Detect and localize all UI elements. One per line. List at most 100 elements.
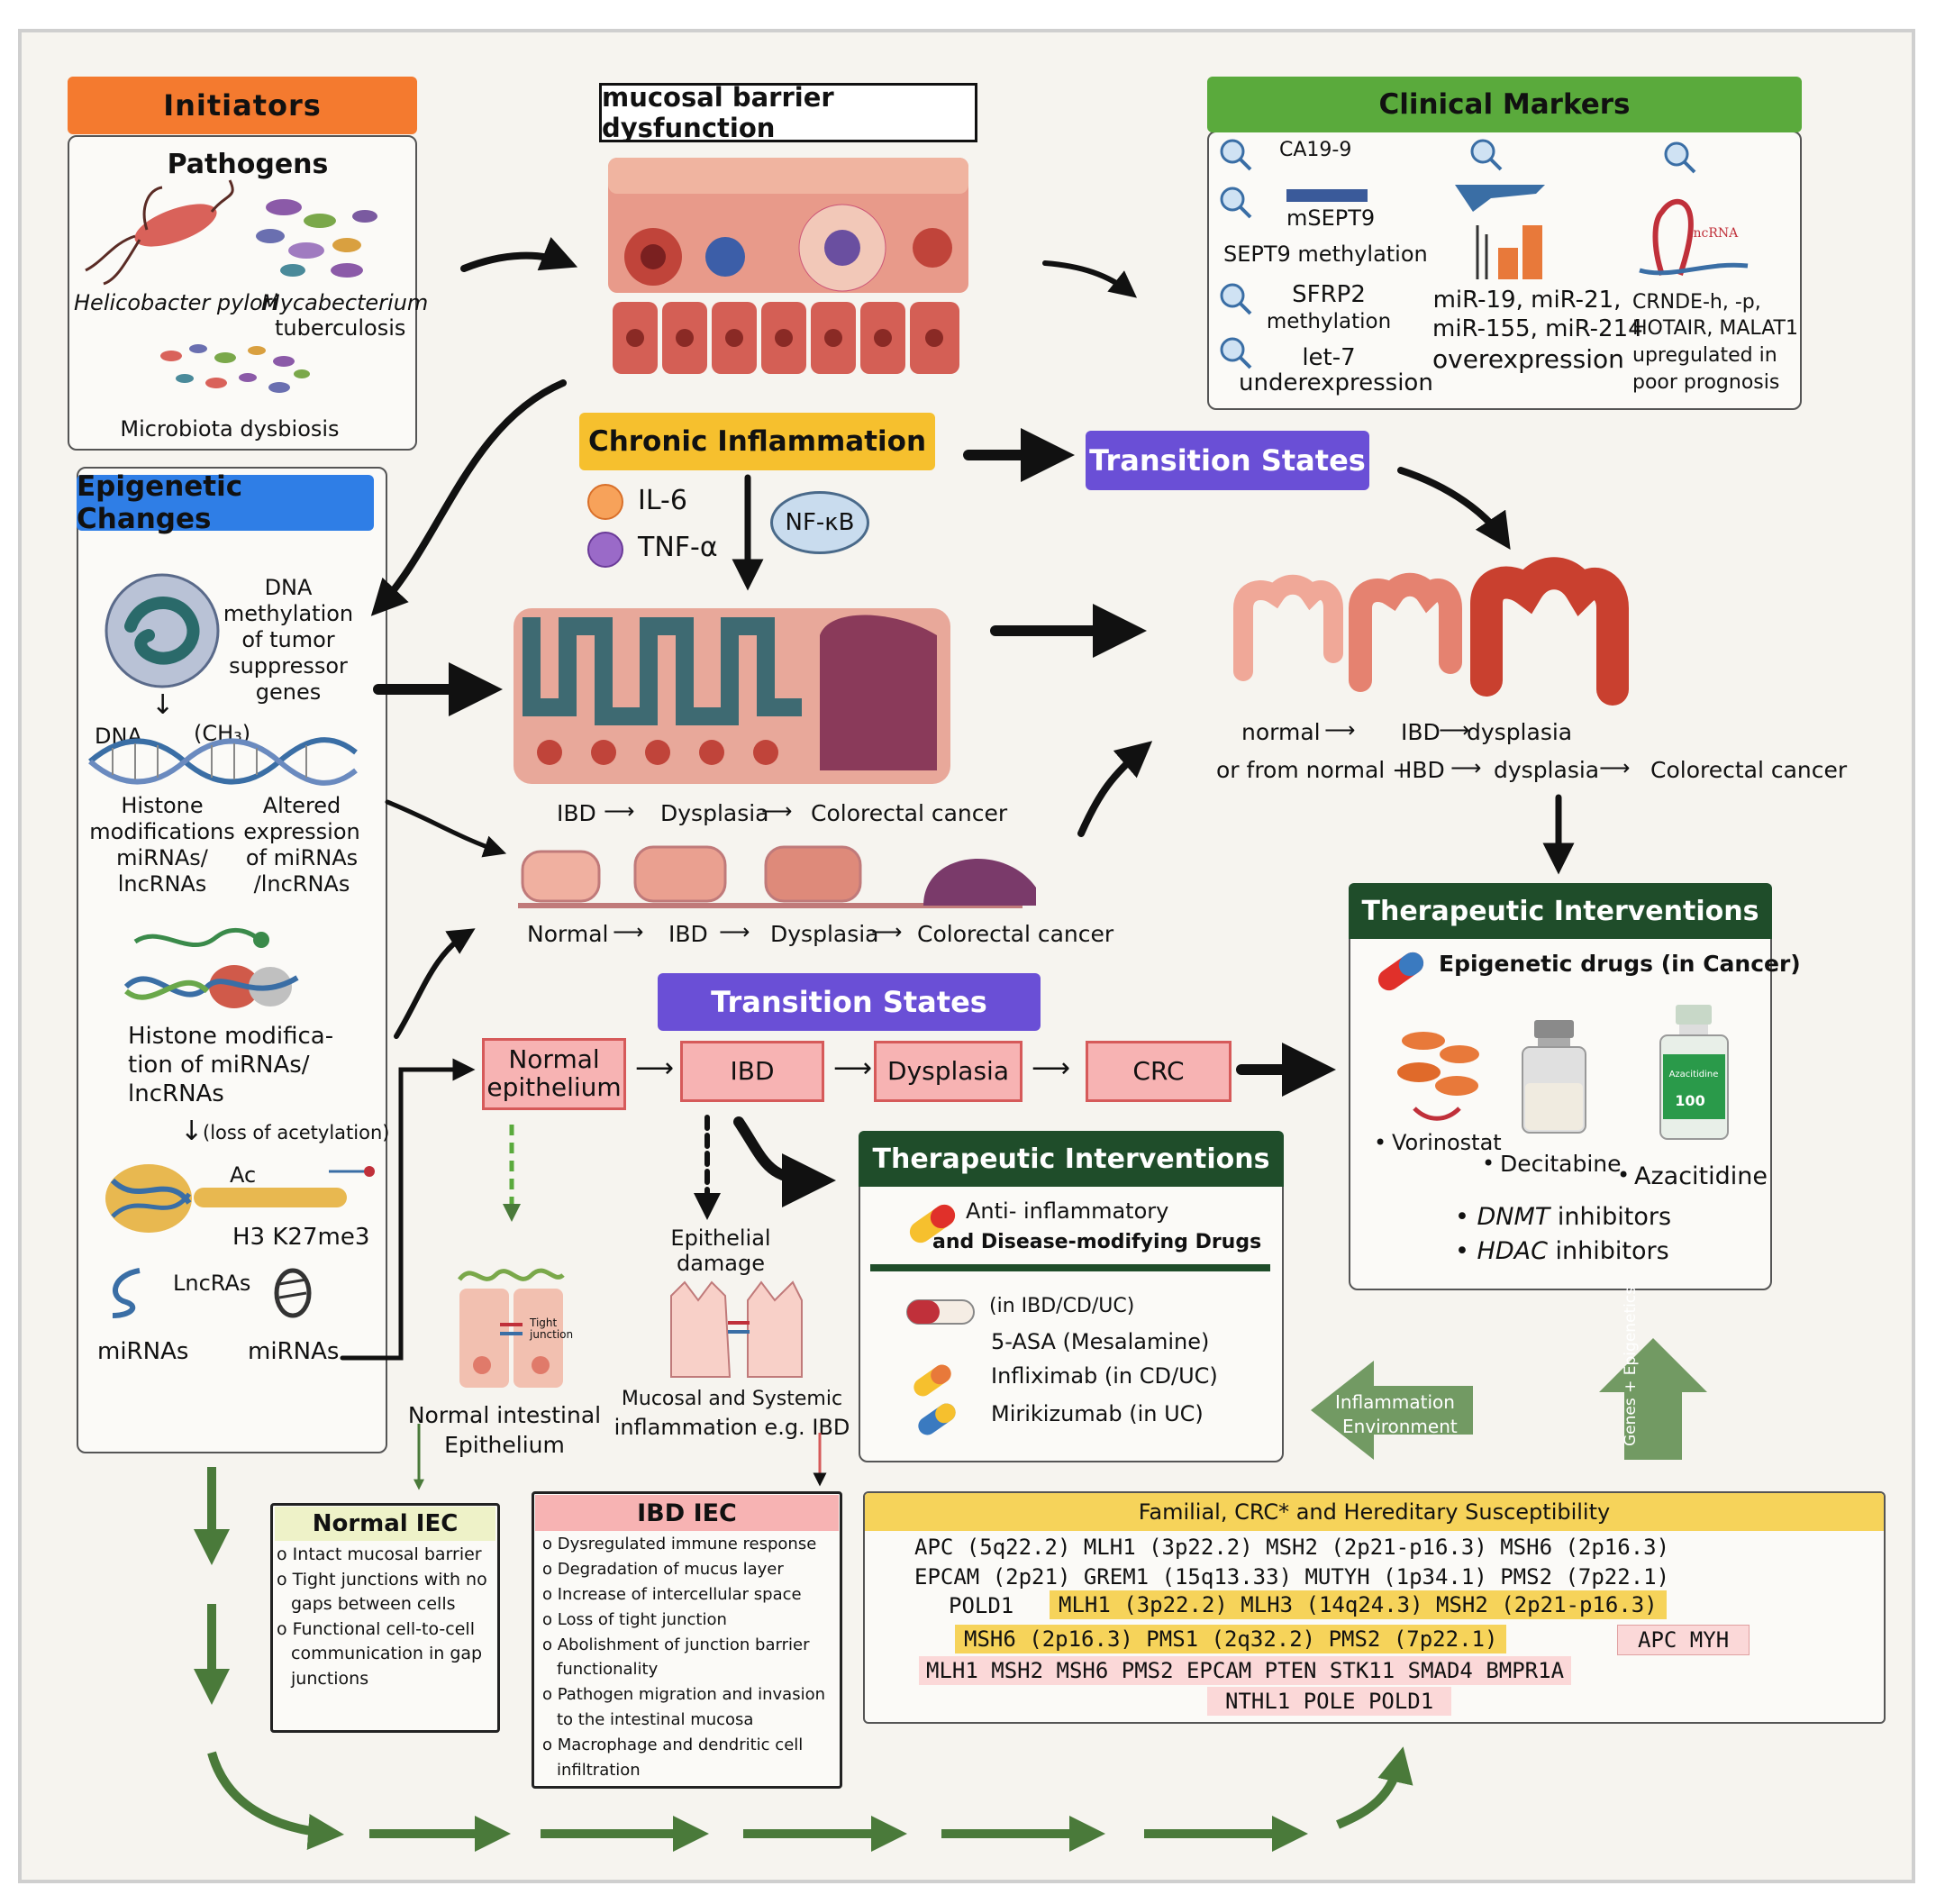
asa-label: 5-ASA (Mesalamine) — [991, 1329, 1210, 1354]
magnifier-icon — [1220, 187, 1252, 219]
initiators-panel — [68, 135, 417, 451]
azacitidine-label: Azacitidine — [1634, 1162, 1768, 1190]
seq2-dysplasia: dysplasia — [1494, 757, 1600, 783]
familial-row-4b: APC MYH — [1617, 1625, 1750, 1655]
lncrna-label-2: HOTAIR, MALAT1 — [1632, 317, 1798, 340]
il6-label: IL-6 — [638, 485, 687, 516]
normal-epithelium-illustration — [458, 1268, 565, 1388]
hdac-row: • HDAC inhibitors — [1455, 1237, 1669, 1265]
dna-helix-icon — [88, 737, 358, 786]
hist-2: modifications — [89, 819, 235, 844]
therapeutic-mid-title: Therapeutic Interventions — [872, 1143, 1270, 1175]
inflammation-arrow-label-1: Inflammation — [1335, 1391, 1455, 1413]
ibd-iec-title: IBD IEC — [637, 1499, 737, 1527]
arrow-transition-colon — [1397, 467, 1511, 550]
transition-top-header: Transition States — [1086, 431, 1369, 490]
normal-intestinal-label-2: Epithelium — [444, 1432, 565, 1458]
chromatin-icon — [105, 1164, 375, 1233]
flow-arrow-icon: ⟶ — [635, 1052, 675, 1084]
flow-crc: CRC — [1086, 1041, 1232, 1102]
alt-1: Altered — [262, 793, 341, 818]
therapeutic-right-header: Therapeutic Interventions — [1349, 883, 1772, 939]
arrow-ibd-therapeutic — [733, 1116, 836, 1207]
familial-row-1: APC (5q22.2) MLH1 (3p22.2) MSH2 (2p21-p1… — [914, 1535, 1670, 1560]
dna-meth-5: genes — [255, 679, 322, 705]
epithelial-damage-label-1: Epithelial — [670, 1225, 771, 1251]
flow-normal-label: Normal epithelium — [486, 1044, 622, 1102]
transition-mid-title: Transition States — [711, 985, 987, 1019]
mid-seq-arrow: ⟶ — [761, 798, 793, 824]
familial-header: Familial, CRC* and Hereditary Susceptibi… — [865, 1493, 1884, 1531]
azacitidine-vial-text: Azacitidine — [1669, 1070, 1719, 1080]
clinical-markers-title: Clinical Markers — [1378, 88, 1631, 121]
mycobacterium-label: Mycabecterium — [261, 290, 429, 315]
alt-3: of miRNAs — [245, 845, 359, 870]
il6-dot — [587, 484, 623, 520]
epigenetic-header: Epigenetic Changes — [77, 470, 374, 535]
mirna-label-3: overexpression — [1432, 344, 1624, 374]
nucleus-icon — [105, 573, 220, 688]
ibd-tissue-illustration — [514, 608, 950, 784]
magnifier-icon — [1220, 337, 1252, 369]
arrow-epigenetic-crypt — [385, 799, 507, 858]
hm-1: Histone modifica- — [128, 1023, 334, 1050]
ca19-label: CA19-9 — [1279, 139, 1352, 161]
sfrp2-label: SFRP2 — [1292, 281, 1366, 308]
h3k27me3-label: H3 K27me3 — [232, 1224, 370, 1251]
hist-3: miRNAs/ — [116, 845, 208, 870]
sept9-bar-icon — [1286, 189, 1368, 202]
mucosal-systemic-label-2: inflammation e.g. IBD — [614, 1415, 850, 1440]
let7-sub-label: underexpression — [1239, 369, 1433, 396]
capsule-icon — [918, 1403, 956, 1435]
dysbiosis-icon — [160, 344, 310, 393]
flow-crc-label: CRC — [1132, 1055, 1185, 1086]
list-item: o Loss of tight junction — [542, 1609, 727, 1629]
green-arrow-curve — [207, 1751, 344, 1850]
flow-arrow-icon: ⟶ — [1032, 1052, 1071, 1084]
disease-modifying-label: and Disease-modifying Drugs — [932, 1231, 1262, 1253]
transition-top-title: Transition States — [1089, 443, 1366, 478]
bullet-icon: • — [1482, 1151, 1495, 1176]
flow-arrow-icon: ⟶ — [833, 1052, 873, 1084]
dna-meth-4: suppressor — [229, 653, 348, 679]
ibd-iec-header: IBD IEC — [535, 1495, 839, 1531]
hm-3: lncRNAs — [128, 1080, 224, 1107]
seq1-normal: normal — [1241, 719, 1321, 745]
arrow-barrier-markers — [1042, 260, 1138, 298]
lncrna-tag: lncRNA — [1689, 226, 1739, 241]
decitabine-label: Decitabine — [1500, 1151, 1622, 1177]
divider-line — [870, 1264, 1270, 1271]
hist-1: Histone — [121, 793, 204, 818]
ibd-iec-panel — [532, 1491, 842, 1789]
list-item: o Tight junctions with no gaps between c… — [277, 1569, 487, 1615]
hist-4: lncRNAs — [117, 871, 207, 897]
seq1-dysplasia: dysplasia — [1467, 719, 1573, 745]
familial-title: Familial, CRC* and Hereditary Susceptibi… — [1138, 1499, 1611, 1525]
green-arrow-up-curve — [1336, 1746, 1413, 1829]
normal-iec-list: o Intact mucosal barrier o Tight junctio… — [275, 1543, 495, 1691]
list-item: o Increase of intercellular space — [542, 1584, 802, 1604]
tuberculosis-label: tuberculosis — [275, 315, 406, 341]
lncrna-label-4: poor prognosis — [1632, 371, 1780, 394]
arrow-epigenetic-up — [394, 928, 476, 1039]
initiators-header: Initiators — [68, 77, 417, 134]
hdac-label: HDAC — [1477, 1237, 1548, 1265]
colon-dysplasia-icon — [1470, 557, 1629, 706]
epigenetic-drugs-label: Epigenetic drugs (in Cancer) — [1439, 951, 1801, 977]
inflammation-arrow-label-2: Environment — [1342, 1416, 1458, 1437]
flow-dysplasia: Dysplasia — [874, 1041, 1023, 1102]
colon-ibd-icon — [1349, 572, 1462, 692]
alt-2: expression — [243, 819, 360, 844]
arrow-crypt-up — [1077, 741, 1153, 837]
tnf-label: TNF-α — [638, 532, 718, 563]
arrow-initiators-barrier — [460, 237, 578, 272]
let7-label: let-7 — [1302, 344, 1356, 371]
bottom-seq-dysplasia: Dysplasia — [770, 921, 879, 947]
familial-row-6: NTHL1 POLE POLD1 — [1207, 1687, 1452, 1716]
dnmt-label: DNMT — [1477, 1203, 1550, 1231]
mirnas-label-1: miRNAs — [97, 1338, 189, 1365]
down-arrow-icon: ↓ — [151, 689, 175, 721]
capsule-icon — [909, 1204, 956, 1244]
list-item: o Dysregulated immune response — [542, 1535, 817, 1553]
bullet-icon: • — [1617, 1162, 1631, 1188]
